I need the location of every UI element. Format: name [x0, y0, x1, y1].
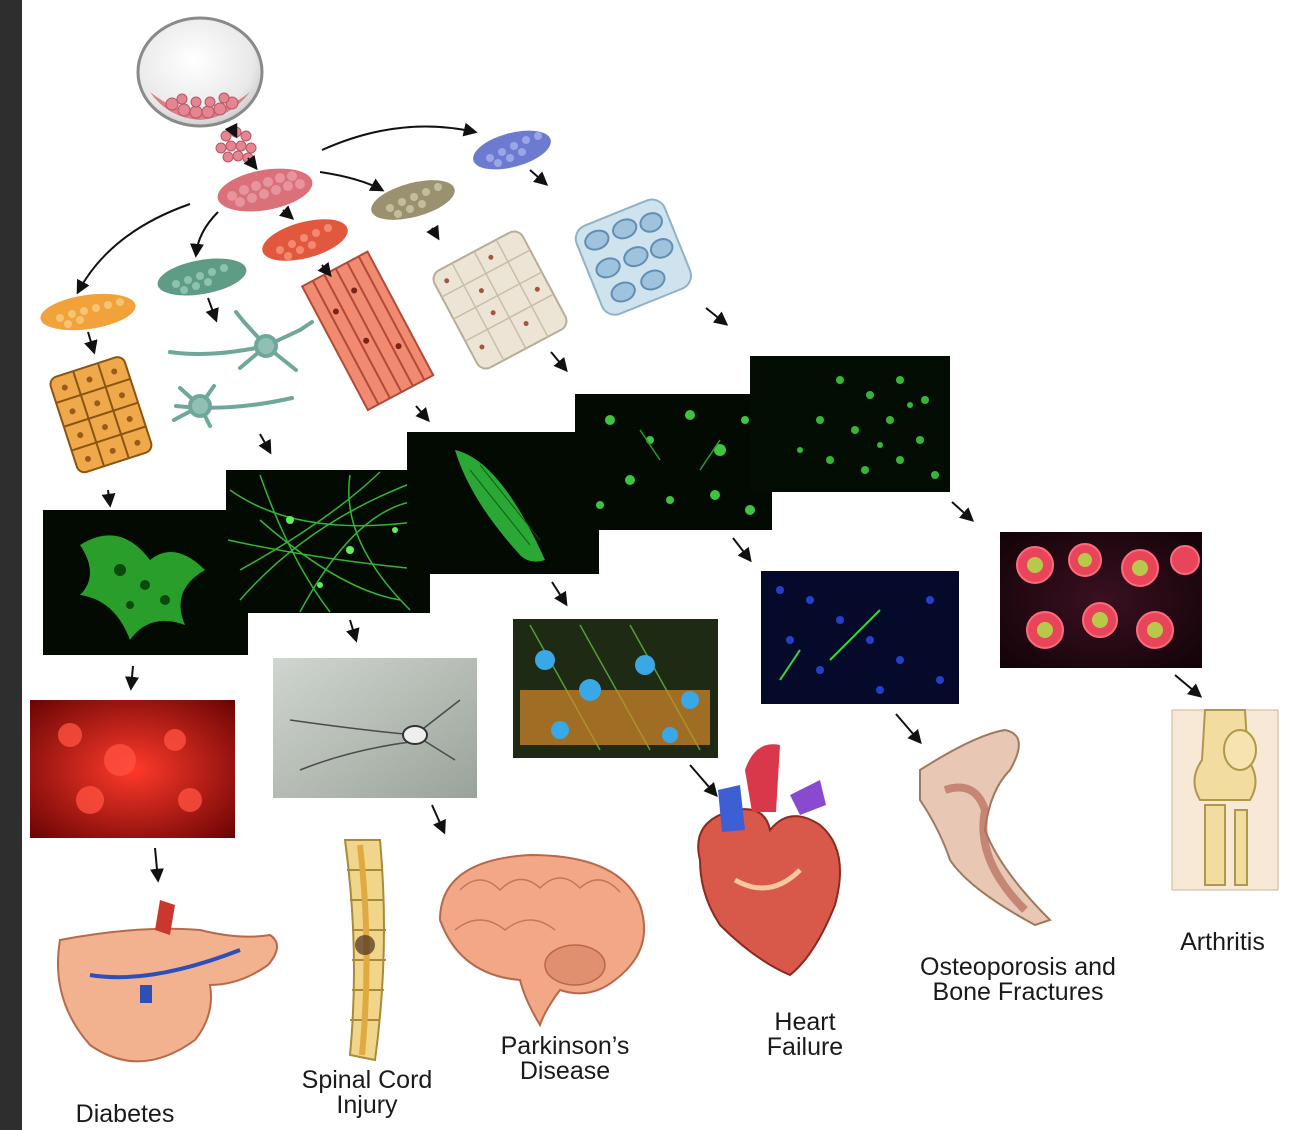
label-parkinsons-line1: Parkinson’s — [465, 1034, 665, 1059]
label-spinal-cord-injury: Spinal Cord Injury — [262, 1068, 472, 1118]
label-parkinsons-line2: Disease — [465, 1059, 665, 1084]
brain-illustration — [440, 855, 644, 1025]
bone-progenitor-cells — [367, 172, 459, 227]
micrograph-bone-cells-green — [575, 394, 772, 530]
cardiac-progenitor-cells — [258, 211, 352, 269]
label-diabetes: Diabetes — [40, 1102, 210, 1127]
micrograph-bone-blue — [761, 571, 959, 704]
pluripotent-cluster — [214, 162, 315, 218]
label-heart-failure: Heart Failure — [730, 1010, 880, 1060]
micrograph-cardiomyocyte-green — [407, 432, 599, 574]
micrograph-cartilage-red — [1000, 532, 1202, 668]
bone-illustration — [920, 730, 1050, 925]
micrograph-chondrocytes-green — [750, 356, 950, 492]
islet-cells-drawing — [48, 355, 153, 474]
neural-progenitor-cells — [155, 252, 250, 301]
blastocyst — [138, 18, 262, 126]
label-heart-line2: Failure — [730, 1035, 880, 1060]
label-osteoporosis-bone-fractures: Osteoporosis and Bone Fractures — [888, 955, 1148, 1005]
label-osteo-line2: Bone Fractures — [888, 980, 1148, 1005]
micrograph-neuron-phase-contrast — [273, 658, 477, 798]
label-arthritis: Arthritis — [1150, 930, 1295, 955]
neurons-drawing — [170, 312, 312, 426]
cardiomyocytes-drawing — [302, 252, 433, 410]
heart-illustration — [698, 744, 840, 975]
micrograph-heart-multicolor — [513, 619, 718, 758]
label-spinal-cord-line1: Spinal Cord — [262, 1068, 472, 1093]
micrograph-neurons-green — [226, 470, 430, 613]
label-parkinsons-disease: Parkinson’s Disease — [465, 1034, 665, 1084]
spinal-cord-illustration — [345, 840, 386, 1060]
label-heart-line1: Heart — [730, 1010, 880, 1035]
micrograph-islet-green — [43, 510, 248, 655]
pancreatic-progenitor-cells — [38, 288, 138, 335]
chondrocytes-drawing — [572, 195, 696, 319]
micrograph-insulin-red — [30, 700, 235, 838]
pancreas-illustration — [58, 900, 277, 1061]
knee-joint-illustration — [1172, 710, 1278, 890]
label-spinal-cord-line2: Injury — [262, 1093, 472, 1118]
osteoblasts-drawing — [430, 228, 570, 372]
label-osteo-line1: Osteoporosis and — [888, 955, 1148, 980]
embryonic-stem-cells — [216, 127, 256, 163]
cartilage-progenitor-cells — [469, 123, 555, 177]
